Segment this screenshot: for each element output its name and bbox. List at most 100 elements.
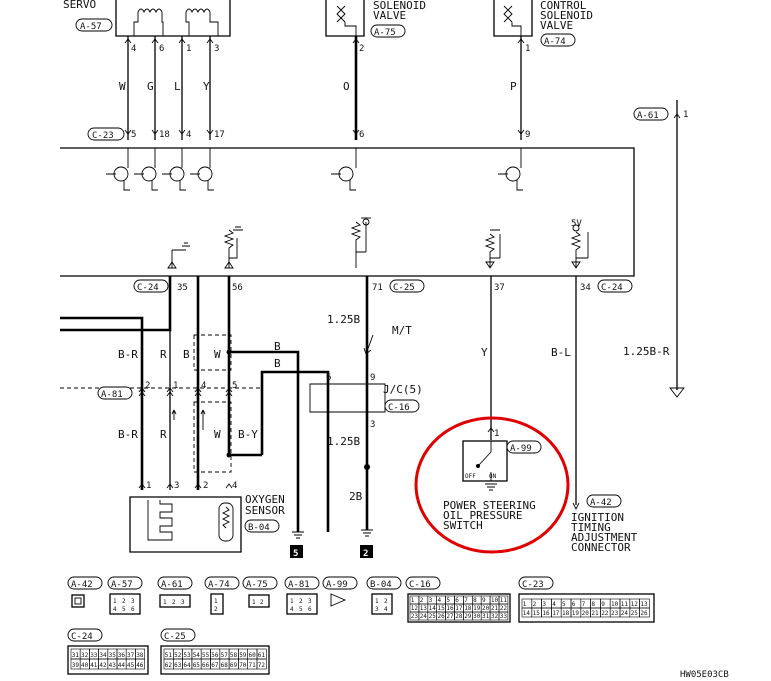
pin-number: 30 xyxy=(473,613,481,620)
pin-number: 22 xyxy=(500,605,508,612)
svg-text:1: 1 xyxy=(113,598,117,605)
tag-a99: A-99 xyxy=(506,440,542,454)
svg-text:POWER STEERING: POWER STEERING xyxy=(443,499,536,512)
svg-text:OFF: OFF xyxy=(465,473,476,480)
svg-text:6: 6 xyxy=(359,130,364,140)
svg-text:A-74: A-74 xyxy=(208,580,230,590)
ignition-timing-connector-component: A-42 IGNITION TIMING ADJUSTMENT CONNECTO… xyxy=(571,494,638,554)
pin-number: 62 xyxy=(165,662,173,669)
svg-text:5: 5 xyxy=(232,381,237,391)
pin-number: 22 xyxy=(601,610,609,617)
svg-text:G: G xyxy=(147,80,154,93)
svg-text:C-23: C-23 xyxy=(522,580,544,590)
svg-text:1.25B: 1.25B xyxy=(327,435,360,448)
legend-a75: A-75 1 2 xyxy=(242,576,278,608)
svg-text:B: B xyxy=(274,340,281,353)
svg-text:A-75: A-75 xyxy=(246,580,268,590)
svg-text:1: 1 xyxy=(525,44,530,54)
svg-text:ADJUSTMENT: ADJUSTMENT xyxy=(571,531,638,544)
pin-number: 41 xyxy=(90,662,98,669)
svg-text:18: 18 xyxy=(159,130,170,140)
pin-number: 68 xyxy=(221,662,229,669)
pin-number: 13 xyxy=(420,605,428,612)
pin-number: 21 xyxy=(591,610,599,617)
pin-number: 23 xyxy=(611,610,619,617)
pin-number: 19 xyxy=(473,605,481,612)
svg-text:B-04: B-04 xyxy=(370,580,392,590)
svg-text:1: 1 xyxy=(186,44,191,54)
pin-number: 18 xyxy=(464,605,472,612)
legend-a81: A-81 1 2 3 4 5 6 xyxy=(284,576,320,615)
tag-a74: A-74 xyxy=(540,33,576,47)
pin-number: 12 xyxy=(631,601,639,608)
pin-number: 59 xyxy=(239,652,247,659)
svg-text:3: 3 xyxy=(214,44,219,54)
pin-number: 71 xyxy=(249,662,257,669)
svg-text:2B: 2B xyxy=(349,490,363,503)
svg-text:2: 2 xyxy=(122,598,126,605)
tag-c24-right: C-24 xyxy=(597,279,633,293)
a61-wire: A-61 1 1.25B-R xyxy=(623,100,688,398)
svg-text:5: 5 xyxy=(293,549,298,559)
svg-text:A-81: A-81 xyxy=(288,580,310,590)
pin-number: 1 xyxy=(523,601,527,608)
pin-number: 1 xyxy=(411,597,415,604)
svg-text:ON: ON xyxy=(489,473,497,480)
svg-text:OXYGEN: OXYGEN xyxy=(245,493,285,506)
svg-text:35: 35 xyxy=(177,283,188,293)
pin-number: 5 xyxy=(446,597,450,604)
pin-number: 65 xyxy=(193,662,201,669)
svg-text:1.25B-R: 1.25B-R xyxy=(623,345,670,358)
jc-label: J/C(5) xyxy=(383,383,423,396)
pin-number: 57 xyxy=(221,652,229,659)
pin-number: 13 xyxy=(640,601,648,608)
svg-text:C-24: C-24 xyxy=(137,283,159,293)
pin-number: 14 xyxy=(523,610,531,617)
svg-text:1: 1 xyxy=(683,110,688,120)
pin-number: 70 xyxy=(239,662,247,669)
svg-text:2: 2 xyxy=(145,381,150,391)
pin-number: 39 xyxy=(72,662,80,669)
svg-text:2: 2 xyxy=(299,598,303,605)
svg-text:A-81: A-81 xyxy=(101,390,123,400)
svg-text:4: 4 xyxy=(232,481,237,491)
pin-number: 8 xyxy=(591,601,595,608)
pin-number: 17 xyxy=(552,610,560,617)
svg-text:IGNITION: IGNITION xyxy=(571,511,624,524)
tag-a57: A-57 xyxy=(75,18,113,32)
svg-text:4: 4 xyxy=(384,606,388,613)
oxygen-sensor-component: OXYGEN SENSOR xyxy=(129,493,285,553)
svg-text:A-61: A-61 xyxy=(161,580,183,590)
pin-cell xyxy=(256,658,267,670)
svg-text:A-57: A-57 xyxy=(111,580,133,590)
pin-number: 31 xyxy=(482,613,490,620)
svg-text:9: 9 xyxy=(370,373,375,383)
legend-a74: A-74 1 2 xyxy=(204,576,240,615)
svg-text:1.25B: 1.25B xyxy=(327,313,360,326)
svg-text:B-R: B-R xyxy=(118,348,138,361)
pin-number: 10 xyxy=(491,597,499,604)
svg-text:B: B xyxy=(183,348,190,361)
svg-text:A-42: A-42 xyxy=(71,580,93,590)
pin-number: 26 xyxy=(640,610,648,617)
svg-text:L: L xyxy=(174,80,181,93)
svg-text:VALVE: VALVE xyxy=(373,9,406,22)
pin-number: 3 xyxy=(429,597,433,604)
legend-a61: A-61 1 2 3 xyxy=(157,576,193,608)
pin-number: 33 xyxy=(90,652,98,659)
pin-number: 43 xyxy=(109,662,117,669)
pin-number: 32 xyxy=(491,613,499,620)
svg-text:3: 3 xyxy=(174,481,179,491)
svg-text:1: 1 xyxy=(173,381,178,391)
svg-text:CONNECTOR: CONNECTOR xyxy=(571,541,631,554)
svg-text:Y: Y xyxy=(203,80,210,93)
svg-text:1: 1 xyxy=(290,598,294,605)
pin-number: 2 xyxy=(420,597,424,604)
svg-text:37: 37 xyxy=(494,283,505,293)
tag-b04: B-04 xyxy=(244,519,280,533)
pin-number: 44 xyxy=(118,662,126,669)
svg-text:Y: Y xyxy=(481,346,488,359)
pin-number: 37 xyxy=(127,652,135,659)
svg-text:C-16: C-16 xyxy=(409,580,431,590)
